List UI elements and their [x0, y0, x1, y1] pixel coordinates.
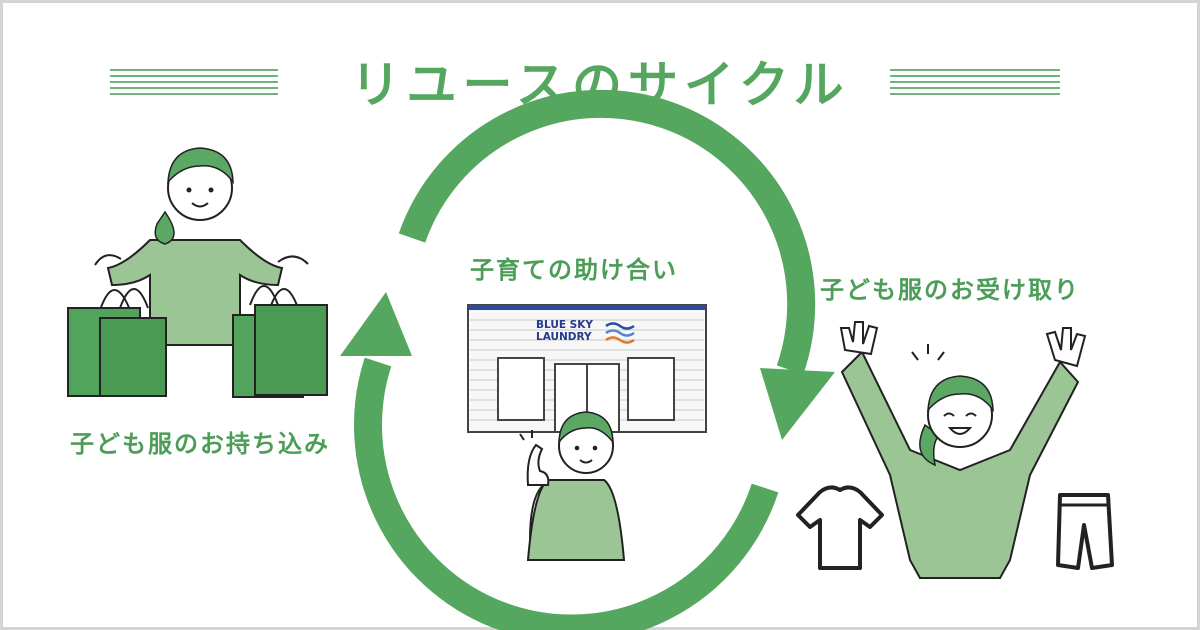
arrow-head-right — [760, 368, 835, 440]
joy-lines — [911, 344, 945, 361]
ponytail — [154, 210, 175, 245]
title-stripes-left — [110, 69, 278, 95]
raised-hand-right — [1045, 327, 1087, 368]
store-sign: BLUE SKY LAUNDRY — [536, 319, 593, 343]
store-window-left — [497, 357, 545, 421]
hair — [167, 147, 234, 185]
store-sign-line1: BLUE SKY — [536, 319, 593, 331]
person-receive — [839, 321, 1087, 579]
title-stripes-right — [890, 69, 1060, 95]
cycle-arrow-return — [340, 292, 779, 630]
thumbs-up-hand — [526, 443, 550, 486]
left-hand — [94, 254, 122, 266]
store-sign-line2: LAUNDRY — [536, 331, 592, 343]
staff-body — [526, 479, 626, 561]
person-drop-off — [67, 147, 328, 398]
step-label-mutual-help: 子育ての助け合い — [470, 256, 678, 284]
arrow-head-left — [340, 292, 412, 356]
step-label-receive: 子ども服のお受け取り — [820, 276, 1080, 304]
right-hand — [277, 255, 309, 265]
raised-hand-left — [839, 321, 879, 356]
sign-wave-icon — [605, 322, 635, 330]
person-staff — [519, 411, 626, 561]
store-window-right — [627, 357, 675, 421]
cycle-arrow-clockwise — [398, 89, 835, 440]
shopping-bag-left — [67, 288, 167, 397]
shirt-icon — [796, 485, 884, 570]
shopping-bag-right — [232, 285, 328, 398]
receive-body — [840, 350, 1080, 579]
page-title: リユースのサイクル — [350, 56, 850, 114]
step-label-drop-off: 子ども服のお持ち込み — [70, 430, 330, 458]
pants-icon — [1056, 493, 1114, 570]
